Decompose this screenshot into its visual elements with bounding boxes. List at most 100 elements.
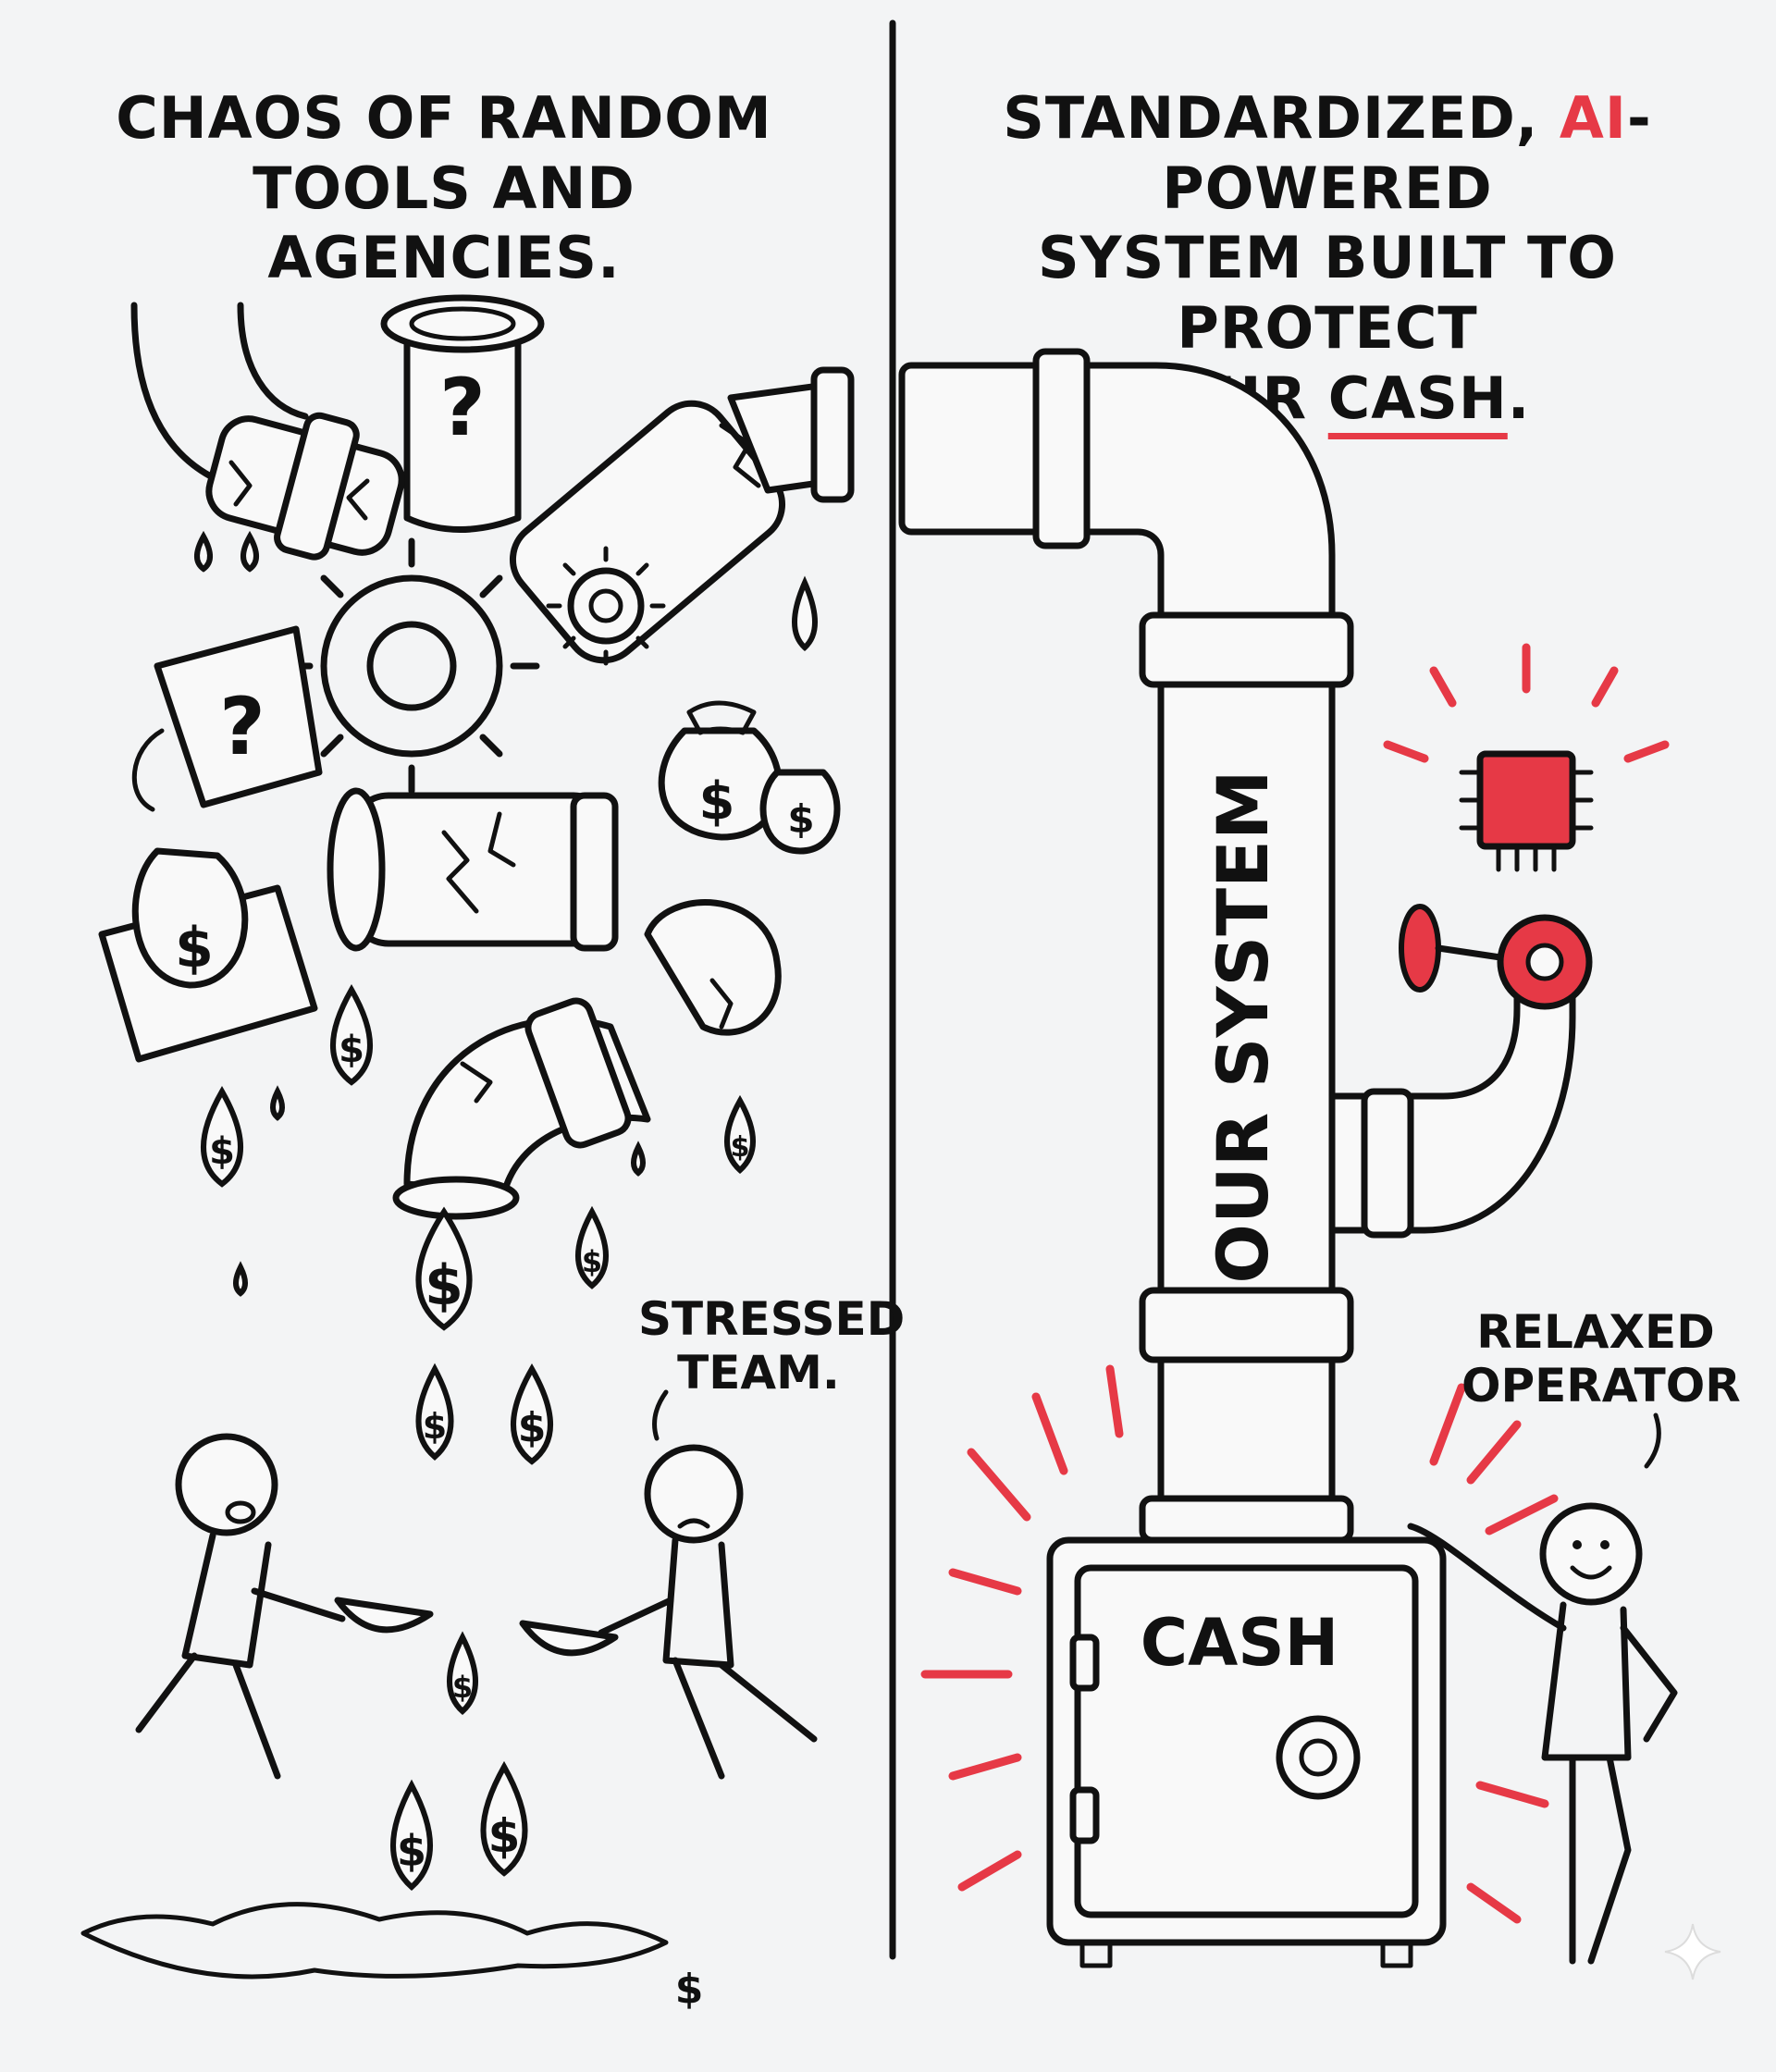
dollar-drip-sign-5: $ [731,1131,750,1164]
dollar-drip-sign-7: $ [518,1404,547,1451]
dollar-drip-sign-10: $ [488,1809,521,1863]
money-puddle [80,1902,669,1980]
gear-icon-hub [588,588,623,623]
money-bag-2 [759,769,841,855]
relaxed-operator-head [1539,1502,1643,1606]
ai-chip-pins [1459,770,1594,872]
dollar-drip-sign-6: $ [423,1406,447,1447]
question-mark-1: ? [439,362,486,454]
question-mark-2: ? [219,681,265,773]
cash-safe: CASH [920,1364,1559,1968]
valve-handle-icon[interactable] [1399,904,1441,993]
stressed-person-1-body [181,1532,272,1669]
broken-horizontal-pipe-end [327,787,386,952]
stressed-person-2-legs [672,1657,818,1780]
cash-underlined-word: CASH [1327,364,1508,432]
safe-dial-icon[interactable] [1276,1715,1361,1800]
gear-icon [567,567,645,645]
drip [240,530,259,573]
stressed-person-2-head [644,1444,744,1544]
safe-hinge-top [1069,1634,1100,1692]
large-gear-icon-hub [366,621,457,711]
drip [631,1141,646,1177]
right-title-line3-suffix: . [1507,364,1531,432]
gear-icon-teeth [546,546,666,666]
valve-stem [1435,944,1504,961]
system-pipe: OUR SYSTEM [898,348,1670,1544]
stressed-person-2-bowl [519,1620,619,1657]
question-bucket [154,625,323,808]
stressed-person-1-bowl [334,1597,434,1634]
stressed-label-line2: TEAM. [677,1345,840,1400]
system-pipe-flange-upper [1139,611,1354,688]
stressed-label-pointer [652,1389,669,1441]
broken-pipes: ? ? $ $ $ [98,294,855,1220]
system-pipe-flange-top [1032,348,1091,549]
bucket-handle [131,728,165,812]
relaxed-operator [1407,1412,1678,1965]
dollar-drip [330,983,373,1086]
stressed-person-1-arm [251,1587,346,1622]
dollar-drip-sign-9: $ [397,1826,426,1876]
dollar-drip-sign-8: $ [452,1670,473,1705]
money-bag-1-tie [686,700,757,735]
money-bag-1 [658,727,783,841]
question-pipe-opening [409,306,516,341]
sparkle-icon [1664,1923,1721,1980]
dollar-drip [575,1205,609,1289]
broken-connector-flange [810,366,855,503]
left-title-line1: CHAOS OF RANDOM [116,84,772,152]
safe-feet [1079,1940,1413,1968]
pouring-elbow-flange [524,997,632,1149]
left-panel-title: CHAOS OF RANDOM TOOLS AND AGENCIES. [74,83,814,293]
drip [792,575,818,652]
dollar-sign-bag-1: $ [699,771,735,832]
system-pipe-flange-base [1139,1495,1354,1544]
dollar-drip [447,1631,478,1716]
stressed-person-1-mouth [225,1500,256,1524]
drip [233,1261,248,1297]
dollar-drip [415,1363,454,1461]
curved-pipe-top-left-inner [237,302,309,420]
system-pipe-flange-lower [1139,1287,1354,1363]
crack-lines-3 [441,811,516,914]
dollar-drip [511,1363,553,1465]
dollar-drip [390,1779,433,1891]
dollar-drip [480,1760,528,1877]
dollar-drip-sign-4: $ [582,1244,602,1279]
crack-lines-4 [460,978,734,1104]
stressed-label-line1: STRESSED [638,1292,906,1346]
left-title-line2: TOOLS AND AGENCIES. [253,154,635,292]
stressed-person-2-mouth [677,1518,710,1529]
relaxed-operator-legs [1569,1754,1632,1965]
pouring-pipe-mouth [392,1176,520,1220]
relaxed-operator-label: RELAXED OPERATOR [1462,1305,1741,1412]
ai-chip-glow [1383,643,1670,763]
dollar-drip [724,1094,756,1175]
dollar-sign-bag-2: $ [787,796,814,842]
ai-chip-icon [1476,750,1576,850]
crack-lines-2 [719,423,761,488]
safe-hinge-bottom [1069,1786,1100,1844]
relaxed-label-line2: OPERATOR [1462,1358,1741,1412]
stressed-person-2-arm [598,1597,674,1636]
question-pipe [403,325,522,533]
dollar-sign-bag-3: $ [175,916,214,980]
stressed-team-label: STRESSED TEAM. [638,1292,905,1400]
drip [194,530,213,573]
relaxed-operator-smile [1570,1565,1612,1580]
dollar-sign-puddle: $ [675,1966,704,2013]
valve-branch-flange [1361,1088,1414,1239]
dollar-drip-sign-1: $ [339,1029,364,1071]
safe-door [1074,1564,1419,1918]
stressed-person-1-legs [135,1652,281,1780]
ai-highlight: AI [1559,84,1627,152]
safe-glow-rays [920,1364,1559,1924]
relaxed-label-pointer [1644,1412,1661,1469]
crack-lines-1 [228,460,370,521]
broken-horizontal-pipe-flange [570,792,619,952]
relaxed-operator-arm-on-safe [1407,1523,1567,1632]
stressed-person-1-head [175,1433,278,1536]
relaxed-operator-eye-right [1600,1540,1610,1549]
